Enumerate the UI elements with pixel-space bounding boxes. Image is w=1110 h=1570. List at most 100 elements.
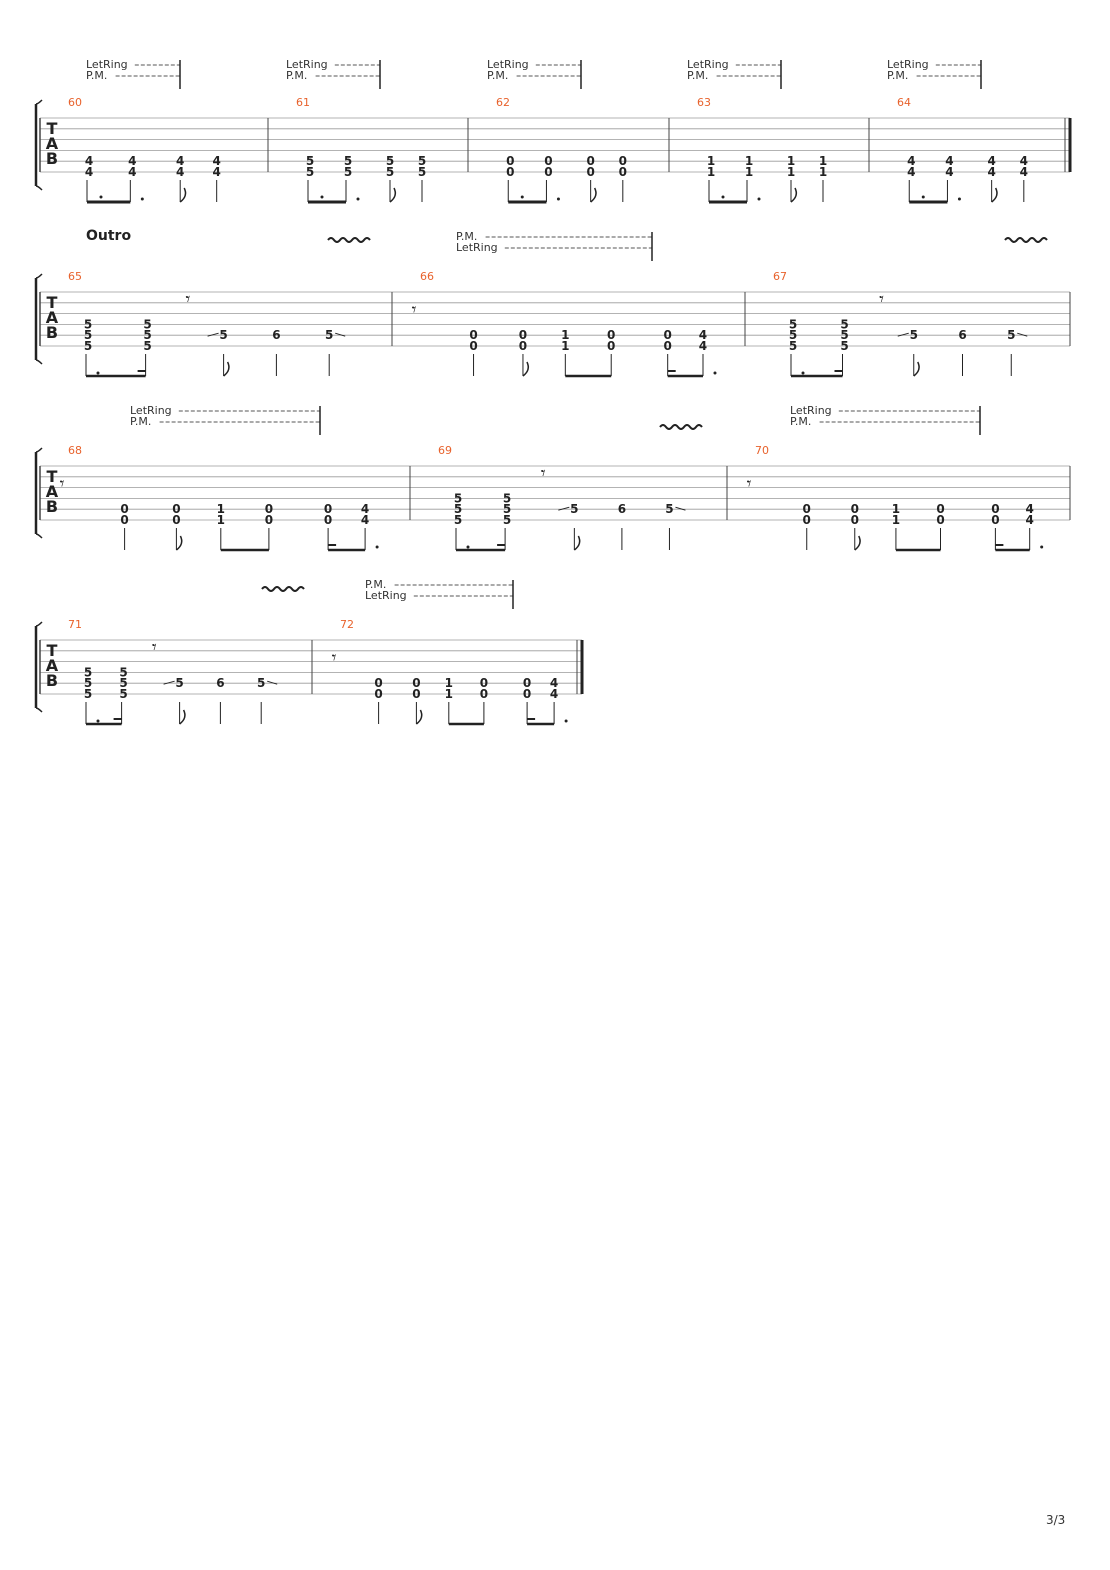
fret-number: 0 — [991, 502, 999, 516]
tab-clef-letter: A — [46, 308, 59, 327]
fret-number: 4 — [128, 154, 136, 168]
fret-number: 4 — [1026, 513, 1034, 527]
eighth-rest: 𝄾 — [412, 300, 417, 321]
rhythm-dot — [721, 195, 725, 199]
tab-clef-letter: A — [46, 134, 59, 153]
rhythm-dot — [466, 545, 470, 549]
fret-number: 4 — [1020, 154, 1028, 168]
measure-number: 72 — [340, 618, 354, 631]
fret-number: 4 — [945, 165, 953, 179]
fret-number: 0 — [506, 154, 514, 168]
note-flag — [223, 361, 230, 377]
fret-number: 1 — [561, 339, 569, 353]
fret-number: 0 — [469, 339, 477, 353]
fret-number: 1 — [892, 502, 900, 516]
tab-clef-letter: A — [46, 656, 59, 675]
measure-number: 63 — [697, 96, 711, 109]
page-number: 3/3 — [1046, 1513, 1066, 1527]
fret-number: 6 — [272, 328, 280, 342]
fret-number: 0 — [120, 513, 128, 527]
fret-number: 1 — [745, 165, 753, 179]
note-flag — [175, 535, 183, 551]
rhythm-dot — [356, 197, 360, 201]
fret-number: 0 — [324, 502, 332, 516]
rhythm-dot — [520, 195, 524, 199]
fret-number: 5 — [84, 339, 92, 353]
effect-label-letring: LetRing — [86, 58, 128, 71]
fret-number: 4 — [987, 154, 995, 168]
fret-number: 4 — [907, 165, 915, 179]
fret-number: 4 — [699, 339, 707, 353]
eighth-rest: 𝄾 — [60, 474, 65, 495]
rhythm-dot — [1040, 545, 1044, 549]
fret-number: 5 — [503, 491, 511, 505]
rhythm-dot — [713, 371, 717, 375]
eighth-rest: 𝄾 — [747, 474, 752, 495]
slide-in-mark — [207, 332, 219, 337]
fret-number: 4 — [85, 165, 93, 179]
system-bracket-cap — [35, 273, 43, 365]
fret-number: 1 — [217, 513, 225, 527]
effect-label-pm: P.M. — [887, 69, 908, 82]
rhythm-dot — [957, 197, 961, 201]
fret-number: 5 — [119, 676, 127, 690]
fret-number: 5 — [143, 339, 151, 353]
fret-number: 1 — [745, 154, 753, 168]
eighth-rest: 𝄾 — [879, 289, 884, 310]
effect-label-pm: P.M. — [130, 415, 151, 428]
measure-number: 64 — [897, 96, 911, 109]
fret-number: 1 — [707, 165, 715, 179]
tab-clef-letter: T — [47, 119, 58, 138]
fret-number: 6 — [958, 328, 966, 342]
fret-number: 5 — [257, 676, 265, 690]
fret-number: 5 — [454, 502, 462, 516]
measure-number: 61 — [296, 96, 310, 109]
tab-clef-letter: A — [46, 482, 59, 501]
measure-number: 66 — [420, 270, 434, 283]
fret-number: 5 — [143, 328, 151, 342]
fret-number: 0 — [519, 339, 527, 353]
effect-label-pm: P.M. — [456, 230, 477, 243]
note-flag — [415, 709, 423, 725]
fret-number: 5 — [344, 154, 352, 168]
effect-label-letring: LetRing — [887, 58, 929, 71]
rhythm-dot — [921, 195, 925, 199]
fret-number: 5 — [1007, 328, 1015, 342]
fret-number: 0 — [619, 154, 627, 168]
fret-number: 5 — [840, 339, 848, 353]
fret-number: 4 — [361, 502, 369, 516]
fret-number: 0 — [374, 676, 382, 690]
effect-label-letring: LetRing — [487, 58, 529, 71]
fret-number: 5 — [454, 513, 462, 527]
fret-number: 0 — [851, 513, 859, 527]
effect-label-pm: P.M. — [286, 69, 307, 82]
fret-number: 0 — [664, 339, 672, 353]
fret-number: 5 — [910, 328, 918, 342]
vibrato-mark-0 — [261, 586, 305, 592]
slide-out-mark — [675, 506, 686, 511]
measure-number: 69 — [438, 444, 452, 457]
tab-clef-letter: T — [47, 641, 58, 660]
eighth-rest: 𝄾 — [332, 648, 337, 669]
vibrato-mark-0 — [659, 424, 703, 430]
fret-number: 1 — [819, 154, 827, 168]
note-flag — [854, 535, 861, 551]
fret-number: 5 — [84, 665, 92, 679]
fret-number: 4 — [1026, 502, 1034, 516]
fret-number: 5 — [84, 317, 92, 331]
fret-number: 0 — [936, 513, 944, 527]
fret-number: 5 — [789, 317, 797, 331]
fret-number: 1 — [707, 154, 715, 168]
fret-number: 0 — [607, 328, 615, 342]
fret-number: 1 — [819, 165, 827, 179]
fret-number: 5 — [418, 165, 426, 179]
fret-number: 1 — [217, 502, 225, 516]
vibrato-mark-1 — [1004, 237, 1048, 243]
eighth-rest: 𝄾 — [185, 289, 190, 310]
fret-number: 4 — [550, 676, 558, 690]
fret-number: 4 — [176, 154, 184, 168]
fret-number: 5 — [840, 328, 848, 342]
rhythm-dot — [320, 195, 324, 199]
fret-number: 6 — [216, 676, 224, 690]
